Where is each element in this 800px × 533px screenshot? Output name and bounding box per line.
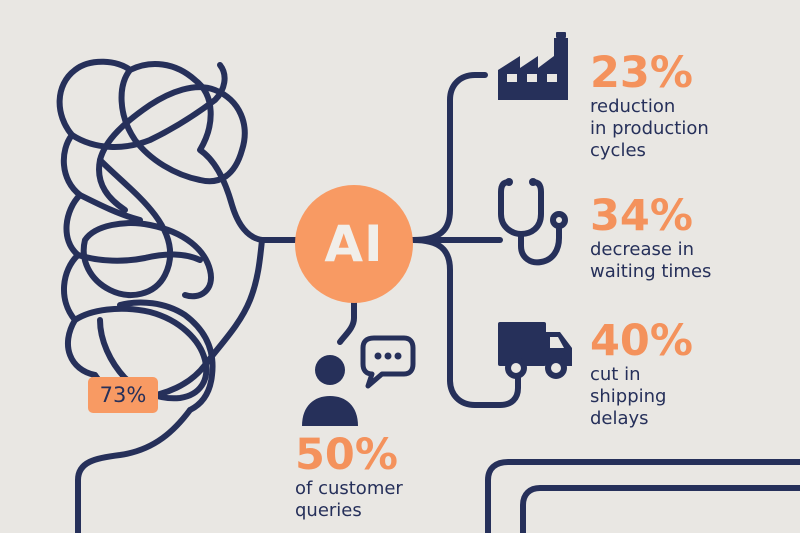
stat-production: 23% reduction in production cycles xyxy=(590,50,709,162)
stat-description: decrease in waiting times xyxy=(590,239,711,283)
desc-line: shipping xyxy=(590,386,667,407)
stat-description: reduction in production cycles xyxy=(590,96,709,162)
desc-line: of customer xyxy=(295,478,403,499)
stat-description: cut in shipping delays xyxy=(590,364,693,430)
desc-line: cut in xyxy=(590,364,641,385)
tangled-stat-badge: 73% xyxy=(88,377,158,413)
stat-value: 40% xyxy=(590,316,693,366)
factory-icon xyxy=(498,32,568,100)
desc-line: decrease in xyxy=(590,239,695,260)
stat-shipping: 40% cut in shipping delays xyxy=(590,318,693,430)
stethoscope-icon xyxy=(498,178,568,266)
stat-healthcare: 34% decrease in waiting times xyxy=(590,193,711,283)
stat-value: 34% xyxy=(590,191,693,241)
stat-value: 50% xyxy=(295,430,398,480)
desc-line: in production xyxy=(590,118,709,139)
truck-icon xyxy=(498,322,572,379)
stat-value: 23% xyxy=(590,48,693,98)
person-chat-icon xyxy=(302,335,416,426)
desc-line: delays xyxy=(590,408,649,429)
desc-line: queries xyxy=(295,500,362,521)
ai-label: AI xyxy=(324,215,384,273)
desc-line: waiting times xyxy=(590,261,712,282)
desc-line: reduction xyxy=(590,96,676,117)
desc-line: cycles xyxy=(590,140,646,161)
stat-customer: 50% of customer queries xyxy=(295,432,403,522)
stat-description: of customer queries xyxy=(295,478,403,522)
ai-center-node: AI xyxy=(295,185,413,303)
